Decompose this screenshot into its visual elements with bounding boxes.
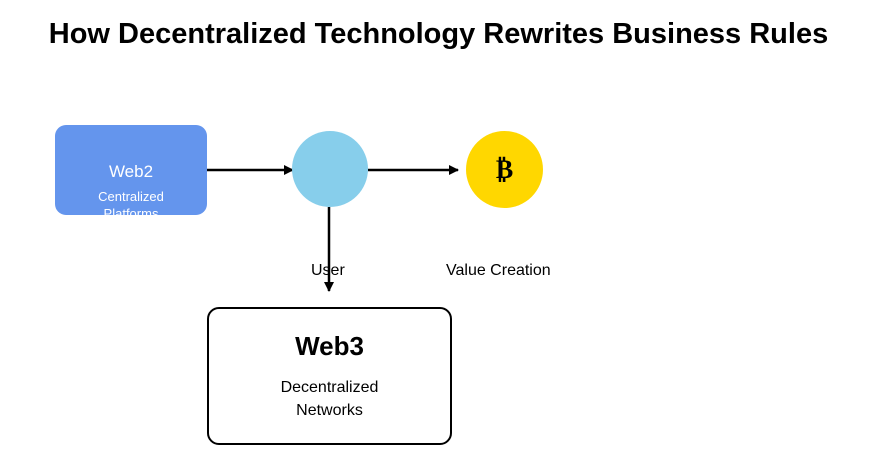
user-node: [292, 131, 368, 207]
web3-subtitle: Decentralized Networks: [209, 376, 450, 422]
web2-node: Web2 Centralized Platforms: [55, 125, 207, 215]
user-label: User: [311, 262, 345, 279]
value-creation-node: ₿: [466, 131, 543, 208]
web3-subtitle-line1: Decentralized: [280, 379, 379, 396]
web2-subtitle-line1: Centralized: [98, 189, 164, 204]
web2-heading: Web2: [108, 162, 154, 181]
web2-subtitle-line2: Platforms: [103, 206, 159, 215]
diagram-title: How Decentralized Technology Rewrites Bu…: [48, 18, 829, 50]
web3-subtitle-line2: Networks: [296, 402, 363, 419]
bitcoin-icon: ₿: [495, 154, 514, 185]
value-creation-label: Value Creation: [446, 262, 551, 279]
web3-node: Web3 Decentralized Networks: [207, 307, 452, 445]
web3-heading: Web3: [295, 331, 364, 361]
web2-subtitle: Centralized Platforms: [55, 188, 207, 215]
